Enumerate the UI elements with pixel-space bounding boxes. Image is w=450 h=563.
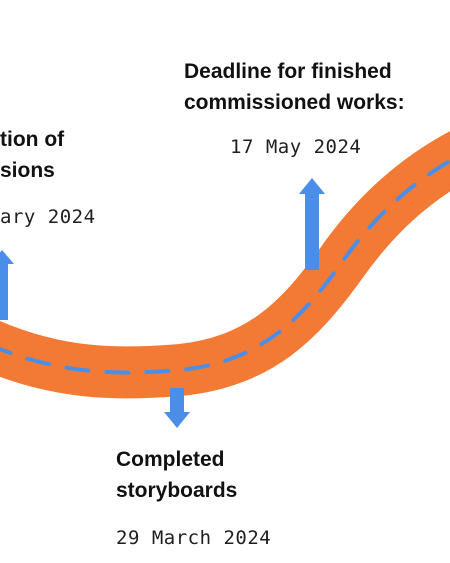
- milestone-title-january: tion of sions: [0, 124, 64, 186]
- milestone-title-line2: storyboards: [116, 479, 238, 502]
- milestone-title-may: Deadline for finished commissioned works…: [184, 56, 405, 118]
- milestone-title-line1: tion of: [0, 128, 65, 151]
- milestone-title-line1: Completed: [116, 448, 225, 471]
- milestone-title-line1: Deadline for finished: [184, 60, 392, 83]
- milestone-title-line2: commissioned works:: [184, 91, 405, 114]
- milestone-date-march: 29 March 2024: [116, 527, 272, 549]
- milestone-title-line2: sions: [0, 159, 55, 182]
- road-center-dashes: [0, 158, 450, 375]
- road-path: [0, 131, 450, 399]
- milestone-arrow-down-march: [164, 388, 190, 428]
- milestone-arrow-up-may: [299, 178, 325, 270]
- milestone-date-may: 17 May 2024: [230, 136, 362, 158]
- milestone-date-january: ary 2024: [0, 206, 96, 228]
- milestone-arrow-up-january: [0, 250, 14, 320]
- milestone-title-march: Completed storyboards: [116, 444, 237, 506]
